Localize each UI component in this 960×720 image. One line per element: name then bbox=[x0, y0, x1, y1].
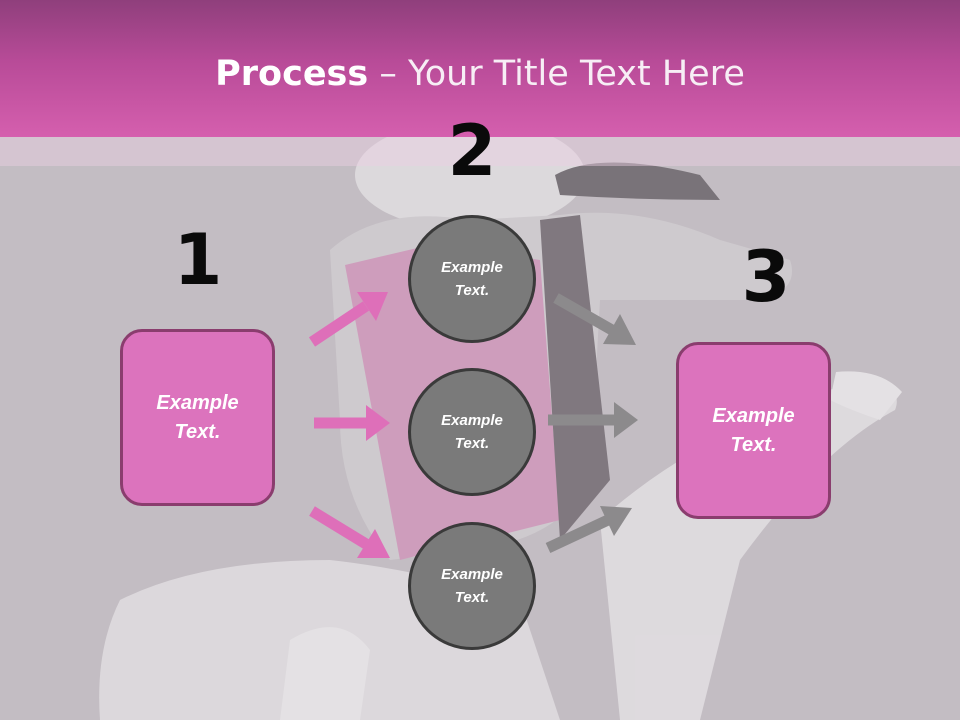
title-bold-part: Process bbox=[215, 54, 369, 94]
step-2-circle-top: Example Text. bbox=[408, 215, 536, 343]
header-accent-strip bbox=[0, 137, 960, 166]
step-2-circle-bottom: Example Text. bbox=[408, 522, 536, 650]
circle-bottom-text: Example Text. bbox=[441, 566, 503, 606]
header-band bbox=[0, 0, 960, 137]
step-1-box: Example Text. bbox=[120, 329, 275, 506]
step-3-box: Example Text. bbox=[676, 342, 831, 519]
slide-title: Process – Your Title Text Here bbox=[0, 52, 960, 96]
pink-arrow-right bbox=[314, 405, 390, 441]
step-3-box-text: Example Text. bbox=[712, 404, 795, 456]
circle-top-text: Example Text. bbox=[441, 259, 503, 299]
step-2-circle-middle: Example Text. bbox=[408, 368, 536, 496]
step-number-3: 3 bbox=[741, 236, 791, 318]
gray-arrow-up bbox=[545, 506, 632, 553]
pink-arrow-up bbox=[308, 292, 388, 347]
gray-arrow-right bbox=[548, 402, 638, 438]
title-rest-part: – Your Title Text Here bbox=[368, 54, 745, 94]
gray-arrow-down bbox=[553, 293, 636, 345]
step-1-box-text: Example Text. bbox=[156, 391, 239, 443]
circle-middle-text: Example Text. bbox=[441, 412, 503, 452]
pink-arrow-down bbox=[309, 506, 390, 558]
step-number-2: 2 bbox=[447, 110, 497, 192]
step-number-1: 1 bbox=[173, 219, 223, 301]
